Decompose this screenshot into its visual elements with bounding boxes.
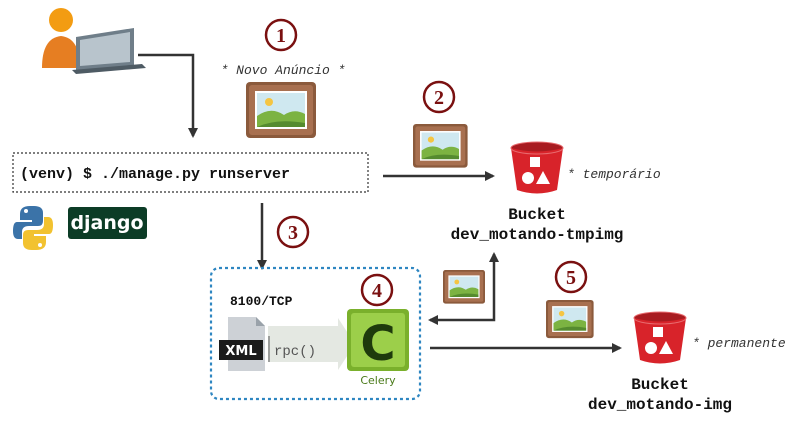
perm-bucket-title: Bucket — [631, 376, 689, 394]
celery-icon: C Celery — [347, 309, 409, 387]
port-label: 8100/TCP — [230, 294, 293, 309]
runserver-command: (venv) $ ./manage.py runserver — [20, 166, 290, 183]
new-ad-label: * Novo Anúncio * — [221, 63, 346, 78]
command-box — [12, 152, 369, 193]
svg-text:2: 2 — [434, 87, 444, 109]
step-1-badge: 1 — [264, 18, 298, 52]
python-icon — [13, 206, 53, 250]
bucket-icon-temp — [510, 141, 564, 194]
svg-text:rpc(): rpc() — [274, 344, 316, 360]
picture-frame-icon-3 — [443, 270, 485, 304]
arrow-user-to-server — [138, 53, 198, 138]
picture-frame-icon-4 — [546, 300, 594, 339]
step-4-badge: 4 — [360, 273, 394, 307]
perm-note: * permanente — [692, 336, 786, 351]
picture-frame-icon — [246, 82, 316, 138]
xml-rpc-icon: XML rpc() — [219, 317, 355, 371]
bucket-icon-perm — [633, 311, 687, 364]
temp-note: * temporário — [567, 167, 661, 182]
svg-text:4: 4 — [372, 280, 382, 302]
perm-bucket-name: dev_motando-img — [588, 396, 732, 414]
step-3-badge: 3 — [276, 215, 310, 249]
arrow-temp-to-celery — [428, 255, 496, 325]
svg-text:C: C — [360, 316, 395, 372]
svg-text:django: django — [70, 212, 143, 234]
svg-text:5: 5 — [566, 267, 576, 289]
svg-text:Celery: Celery — [360, 374, 396, 387]
svg-text:XML: XML — [225, 344, 256, 359]
temp-bucket-title: Bucket — [508, 206, 566, 224]
user-laptop-icon — [42, 8, 146, 74]
svg-text:1: 1 — [276, 25, 286, 47]
step-5-badge: 5 — [554, 260, 588, 294]
step-2-badge: 2 — [422, 80, 456, 114]
django-logo: django — [68, 207, 147, 239]
worker-container — [209, 266, 422, 401]
connectors — [138, 53, 622, 353]
temp-bucket-name: dev_motando-tmpimg — [451, 226, 624, 244]
svg-text:3: 3 — [288, 222, 298, 244]
picture-frame-icon-2 — [413, 124, 468, 168]
